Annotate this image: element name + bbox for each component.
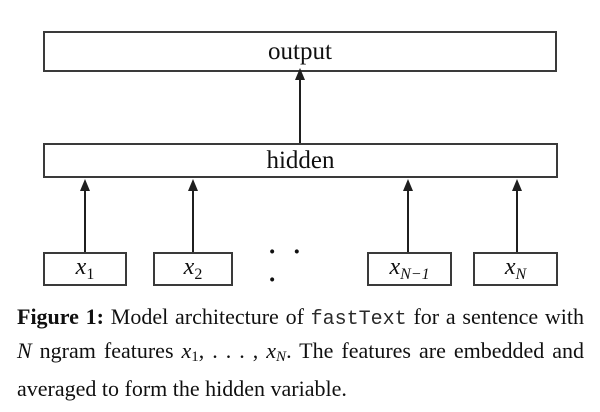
hidden-layer-label: hidden (266, 147, 335, 174)
hidden-layer-box: hidden (43, 143, 558, 178)
x2-to-hidden-arrow (187, 179, 199, 252)
x-symbol: x (75, 254, 87, 280)
figure-caption: Figure 1: Model architecture of fastText… (17, 301, 584, 404)
x-subscript: N−1 (400, 266, 430, 283)
caption-text: Model architecture of (104, 304, 311, 329)
output-layer-box: output (43, 31, 557, 72)
arrowhead-up-icon (512, 179, 522, 191)
output-layer-label: output (268, 38, 332, 65)
x-subscript: 2 (194, 266, 203, 283)
x-symbol: x (181, 338, 192, 363)
fasttext-code-text: fastText (310, 308, 407, 331)
caption-text: averaged to form the hidden variable. (17, 376, 347, 401)
x1-to-hidden-arrow (79, 179, 91, 252)
input-label-xn-1: xN−1 (389, 255, 429, 283)
x-subscript: N (276, 349, 287, 365)
arrowhead-up-icon (403, 179, 413, 191)
xn-1-to-hidden-arrow (402, 179, 414, 252)
caption-line-2: N ngram features x1, . . . , xN. The fea… (17, 335, 584, 373)
caption-text: . The features are embedded and (286, 338, 585, 363)
arrowhead-up-icon (80, 179, 90, 191)
x-symbol: x (266, 338, 277, 363)
input-label-x1: x1 (76, 255, 95, 283)
x-symbol: x (183, 254, 195, 280)
arrow-shaft (192, 189, 194, 252)
arrow-shaft (84, 189, 86, 252)
hidden-to-output-arrow (294, 68, 306, 143)
arrow-shaft (299, 78, 301, 143)
caption-line-3: averaged to form the hidden variable. (17, 373, 584, 404)
input-box-x1: x1 (43, 252, 127, 286)
x-subscript: 1 (191, 349, 199, 365)
arrowhead-up-icon (188, 179, 198, 191)
arrow-shaft (407, 189, 409, 252)
input-label-xn: xN (505, 255, 526, 283)
caption-text: for a sentence with (406, 304, 584, 329)
ellipsis-dots: · · · (268, 239, 306, 294)
figure-number-label: Figure 1: (17, 304, 105, 329)
x-subscript: N (515, 266, 527, 283)
arrowhead-up-icon (295, 68, 305, 80)
caption-text: ngram features (31, 338, 182, 363)
xn-to-hidden-arrow (511, 179, 523, 252)
caption-line-1: Figure 1: Model architecture of fastText… (17, 301, 584, 335)
input-box-x2: x2 (153, 252, 233, 286)
input-box-xn: xN (473, 252, 558, 286)
input-label-x2: x2 (184, 255, 203, 283)
caption-text: , . . . , (198, 338, 267, 363)
arrow-shaft (516, 189, 518, 252)
math-n-symbol: N (17, 338, 32, 363)
x-subscript: 1 (86, 266, 95, 283)
x-symbol: x (389, 254, 401, 280)
x-symbol: x (504, 254, 516, 280)
input-box-xn-1: xN−1 (367, 252, 452, 286)
